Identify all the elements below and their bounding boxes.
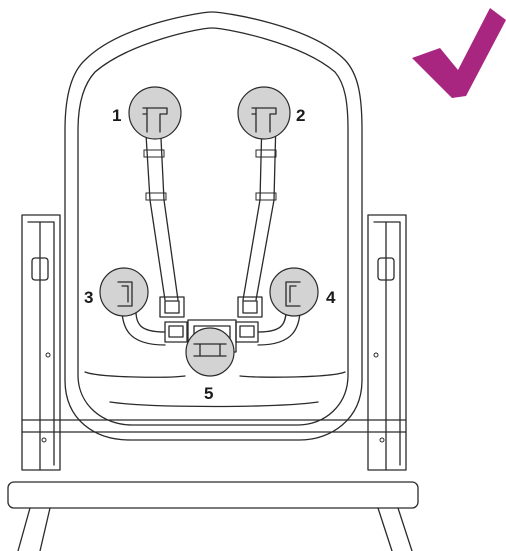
callout-circle-2-detail — [251, 107, 277, 133]
seat-back — [64, 11, 363, 441]
callout-circles — [99, 86, 319, 377]
callout-circle-1-detail — [142, 107, 168, 133]
chair-frame — [7, 214, 419, 551]
callout-number-3: 3 — [84, 288, 93, 307]
callout-circle-1 — [128, 86, 182, 140]
callout-circle-5 — [185, 327, 235, 377]
callout-number-2: 2 — [296, 106, 305, 125]
checkmark-icon — [412, 8, 506, 98]
callout-circle-3-detail — [117, 281, 133, 307]
harness-straps — [121, 117, 301, 353]
callout-circle-2 — [237, 86, 291, 140]
callout-circle-3 — [99, 267, 149, 317]
callout-circle-5-detail — [193, 343, 227, 357]
callout-circle-4 — [269, 267, 319, 317]
callout-number-4: 4 — [326, 288, 336, 307]
callout-circle-4-detail — [285, 281, 301, 307]
callout-number-1: 1 — [112, 106, 121, 125]
callout-number-5: 5 — [204, 384, 213, 403]
